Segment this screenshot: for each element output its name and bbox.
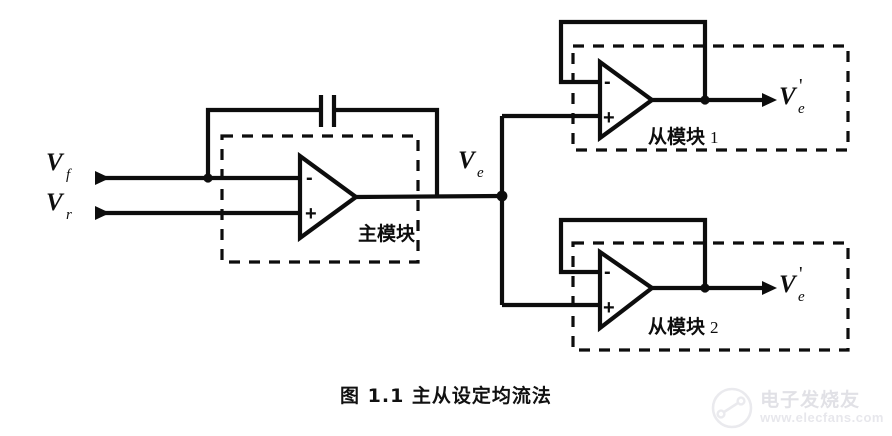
slave-1-inverting-pin-label: - [604, 71, 611, 93]
ve-prime-2-label-prime: ' [799, 263, 803, 285]
slave-1-feedback-wire [558, 19, 708, 100]
slave-2-module-dashed-boundary [571, 241, 850, 352]
master-module-dashed-boundary [220, 134, 420, 264]
vf-label-symbol: V [46, 149, 65, 176]
ve-prime-1-label-subscript: e [798, 101, 805, 117]
ve-bus-junction-node [496, 190, 508, 202]
slave-1-noninverting-pin-label: + [603, 107, 615, 129]
slave-1-output-junction-node [700, 95, 710, 105]
slave-2-opamp-symbol[interactable] [597, 247, 656, 333]
ve-distribution-bus-group [496, 113, 600, 308]
slave-2-module-label: 从模块 [648, 315, 706, 338]
slave-1-module-group[interactable]: - + 从模块 1 V e ' [558, 19, 850, 152]
slave-2-feedback-wire [558, 217, 708, 288]
master-feedback-wire-right [334, 107, 440, 195]
ve-prime-2-label-subscript: e [798, 289, 805, 305]
signal-labels-group: V f V r V e [46, 147, 484, 223]
slave-2-noninverting-pin-label: + [603, 297, 615, 319]
ve-prime-1-label-symbol: V [779, 83, 798, 110]
ve-label-symbol: V [458, 147, 477, 174]
slave-2-module-group[interactable]: - + 从模块 2 V e ' [558, 217, 850, 352]
master-inverting-pin-label: - [306, 167, 313, 189]
slave-1-opamp-symbol[interactable] [597, 57, 656, 143]
vf-label-subscript: f [66, 167, 72, 183]
slave-2-output-junction-node [700, 283, 710, 293]
vr-label-symbol: V [46, 189, 65, 216]
ve-prime-1-label-prime: ' [799, 75, 803, 97]
ve-prime-2-label-symbol: V [779, 271, 798, 298]
master-opamp-symbol[interactable] [297, 151, 360, 243]
master-feedback-wire-left [205, 107, 320, 178]
slave-1-module-label: 从模块 [648, 125, 706, 148]
figure-caption: 图 1.1 主从设定均流法 [340, 385, 552, 407]
master-module-group[interactable]: - + 主模块 [95, 95, 503, 264]
master-feedback-junction-node [203, 173, 213, 183]
vr-label-subscript: r [66, 207, 72, 223]
ve-label-subscript: e [477, 165, 484, 181]
master-module-label: 主模块 [358, 222, 416, 245]
slave-1-module-dashed-boundary [571, 44, 850, 152]
master-output-wire [355, 193, 503, 200]
slave-2-module-index: 2 [710, 318, 719, 337]
slave-2-inverting-pin-label: - [604, 261, 611, 283]
master-noninverting-pin-label: + [305, 203, 317, 225]
slave-1-module-index: 1 [710, 128, 719, 147]
